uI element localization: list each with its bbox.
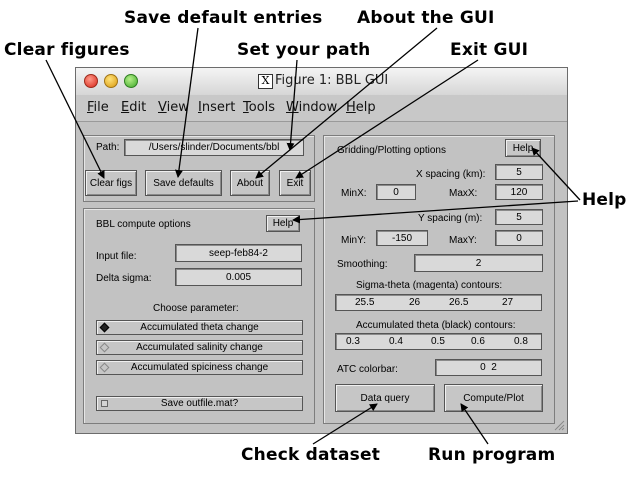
menu-window[interactable]: Window	[286, 100, 338, 115]
callout-about-the-gui: About the GUI	[357, 8, 495, 28]
exit-button[interactable]: Exit	[279, 170, 311, 196]
minx-label: MinX:	[341, 188, 367, 199]
minx-field[interactable]: 0	[376, 184, 416, 200]
theta-contour-value: 0.3	[346, 336, 360, 347]
menu-view[interactable]: View	[158, 100, 189, 115]
menu-edit[interactable]: Edit	[121, 100, 147, 115]
callout-check-dataset: Check dataset	[241, 445, 381, 465]
zoom-window-icon[interactable]	[124, 74, 138, 88]
theta-contour-value: 0.4	[389, 336, 403, 347]
compute-plot-button[interactable]: Compute/Plot	[444, 384, 543, 412]
sigma-contours-label: Sigma-theta (magenta) contours:	[356, 280, 503, 291]
menu-insert[interactable]: Insert	[198, 100, 236, 115]
x-spacing-label: X spacing (km):	[416, 169, 486, 180]
maxy-label: MaxY:	[449, 235, 477, 246]
atc-colorbar-label: ATC colorbar:	[337, 364, 398, 375]
callout-clear-figures: Clear figures	[4, 40, 130, 60]
gridding-help-button[interactable]: Help	[505, 139, 541, 157]
smoothing-label: Smoothing:	[337, 259, 388, 270]
callout-help: Help	[582, 190, 627, 210]
save-outfile-checkbox[interactable]: Save outfile.mat?	[96, 396, 303, 411]
input-file-field[interactable]: seep-feb84-2	[175, 244, 302, 262]
radio-accumulated-theta[interactable]: Accumulated theta change	[96, 320, 303, 335]
save-defaults-button[interactable]: Save defaults	[145, 170, 222, 196]
sigma-contour-value: 25.5	[355, 297, 375, 308]
theta-contour-value: 0.6	[471, 336, 485, 347]
menu-bar: File Edit View Insert Tools Window Help	[76, 95, 567, 122]
radio-label: Accumulated spiciness change	[130, 362, 269, 373]
sigma-contours-field[interactable]: 25.5 26 26.5 27	[335, 294, 542, 311]
delta-sigma-field[interactable]: 0.005	[175, 268, 302, 286]
save-outfile-label: Save outfile.mat?	[160, 398, 239, 409]
x11-icon: X	[258, 74, 273, 89]
y-spacing-field[interactable]: 5	[495, 209, 543, 225]
sigma-contour-value: 27	[502, 297, 514, 308]
path-input[interactable]: /Users/slinder/Documents/bbl	[124, 139, 304, 156]
about-button[interactable]: About	[230, 170, 270, 196]
delta-sigma-label: Delta sigma:	[96, 273, 152, 284]
path-label: Path:	[96, 142, 120, 153]
checkbox-icon	[101, 400, 108, 407]
atc-colorbar-field[interactable]: 0 2	[435, 359, 542, 376]
miny-label: MinY:	[341, 235, 367, 246]
menu-tools[interactable]: Tools	[243, 100, 276, 115]
maxx-field[interactable]: 120	[495, 184, 543, 200]
compute-help-button[interactable]: Help	[266, 215, 300, 232]
menu-help[interactable]: Help	[346, 100, 376, 115]
y-spacing-label: Y spacing (m):	[418, 213, 483, 224]
compute-options-panel	[83, 208, 315, 424]
callout-set-your-path: Set your path	[237, 40, 371, 60]
data-query-button[interactable]: Data query	[335, 384, 435, 412]
theta-contours-field[interactable]: 0.3 0.4 0.5 0.6 0.8	[335, 333, 542, 350]
input-file-label: Input file:	[96, 251, 137, 262]
callout-run-program: Run program	[428, 445, 556, 465]
choose-parameter-label: Choose parameter:	[153, 303, 239, 314]
callout-exit-gui: Exit GUI	[450, 40, 529, 60]
theta-contour-value: 0.8	[514, 336, 528, 347]
radio-accumulated-salinity[interactable]: Accumulated salinity change	[96, 340, 303, 355]
maxy-field[interactable]: 0	[495, 230, 543, 246]
gridding-options-title: Gridding/Plotting options	[337, 145, 446, 156]
resize-grip-icon[interactable]	[553, 419, 565, 431]
sigma-contour-value: 26.5	[449, 297, 469, 308]
theta-contour-value: 0.5	[431, 336, 445, 347]
callout-save-default-entries: Save default entries	[124, 8, 323, 28]
clear-figs-button[interactable]: Clear figs	[85, 170, 137, 196]
title-bar: X Figure 1: BBL GUI	[76, 68, 567, 96]
maxx-label: MaxX:	[449, 188, 478, 199]
close-window-icon[interactable]	[84, 74, 98, 88]
minimize-window-icon[interactable]	[104, 74, 118, 88]
miny-field[interactable]: -150	[376, 230, 428, 246]
radio-label: Accumulated salinity change	[136, 342, 263, 353]
x-spacing-field[interactable]: 5	[495, 164, 543, 180]
menu-file[interactable]: File	[87, 100, 109, 115]
theta-contours-label: Accumulated theta (black) contours:	[356, 320, 516, 331]
window-title: Figure 1: BBL GUI	[275, 73, 389, 88]
radio-label: Accumulated theta change	[140, 322, 259, 333]
smoothing-field[interactable]: 2	[414, 254, 543, 272]
compute-options-title: BBL compute options	[96, 219, 191, 230]
radio-accumulated-spiciness[interactable]: Accumulated spiciness change	[96, 360, 303, 375]
sigma-contour-value: 26	[409, 297, 421, 308]
